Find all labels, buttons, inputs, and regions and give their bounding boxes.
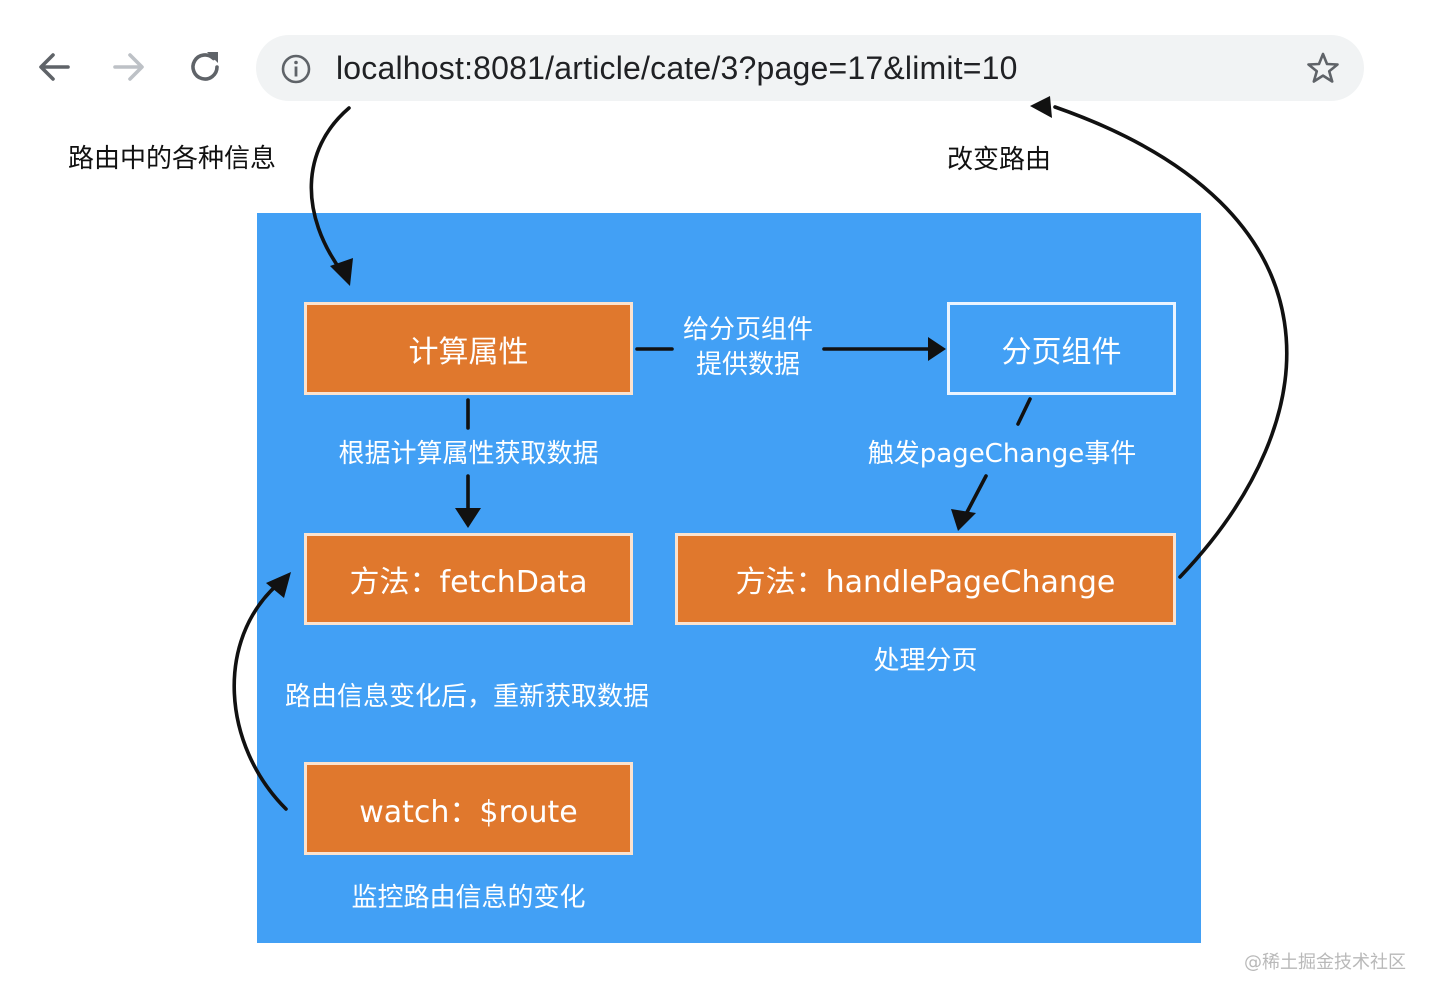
- reload-icon: [191, 52, 219, 81]
- arrow-right-icon: [113, 53, 144, 81]
- arrowhead-watch: [266, 572, 291, 598]
- computed-node: 计算属性: [304, 302, 633, 395]
- address-bar[interactable]: localhost:8081/article/cate/3?page=17&li…: [256, 35, 1364, 101]
- forward-button[interactable]: [104, 42, 154, 92]
- arrow-watch-to-fetch: [232, 582, 288, 811]
- fetch-by-computed-label: 根据计算属性获取数据: [338, 439, 599, 469]
- handle-page-change-node: 方法：handlePageChange: [675, 533, 1176, 625]
- refetch-label: 路由信息变化后，重新获取数据: [284, 682, 649, 712]
- watch-route-label: 监控路由信息的变化: [351, 883, 586, 913]
- back-button[interactable]: [29, 42, 79, 92]
- provide-data-label-line1: 给分页组件: [682, 315, 813, 345]
- arrowhead-handle: [951, 509, 976, 531]
- arrowhead-url: [1030, 96, 1052, 118]
- arrowhead-fetch: [455, 508, 481, 528]
- emit-page-change-label: 触发pageChange事件: [867, 439, 1137, 469]
- watermark: @稀土掘金技术社区: [1244, 952, 1406, 973]
- handle-page-label: 处理分页: [873, 646, 978, 676]
- arrow-left-icon: [39, 53, 70, 81]
- pagination-node: 分页组件: [947, 302, 1176, 395]
- info-icon[interactable]: [280, 53, 312, 85]
- url-text[interactable]: localhost:8081/article/cate/3?page=17&li…: [336, 50, 1018, 86]
- arrowhead-computed: [330, 258, 353, 286]
- change-route-note: 改变路由: [947, 145, 1052, 175]
- arrow-handle-to-url: [1053, 105, 1289, 579]
- route-info-note: 路由中的各种信息: [68, 144, 277, 174]
- arrowhead-pagination: [928, 337, 946, 361]
- reload-button[interactable]: [180, 42, 230, 92]
- provide-data-label-line2: 提供数据: [695, 350, 800, 380]
- arrow-pagination-to-handle: [963, 397, 1032, 518]
- provide-data-label: 给分页组件 提供数据: [668, 313, 828, 383]
- fetch-data-node: 方法：fetchData: [304, 533, 633, 625]
- star-icon[interactable]: [1306, 51, 1340, 85]
- arrow-url-to-computed: [309, 106, 351, 274]
- watch-route-node: watch：$route: [304, 762, 633, 855]
